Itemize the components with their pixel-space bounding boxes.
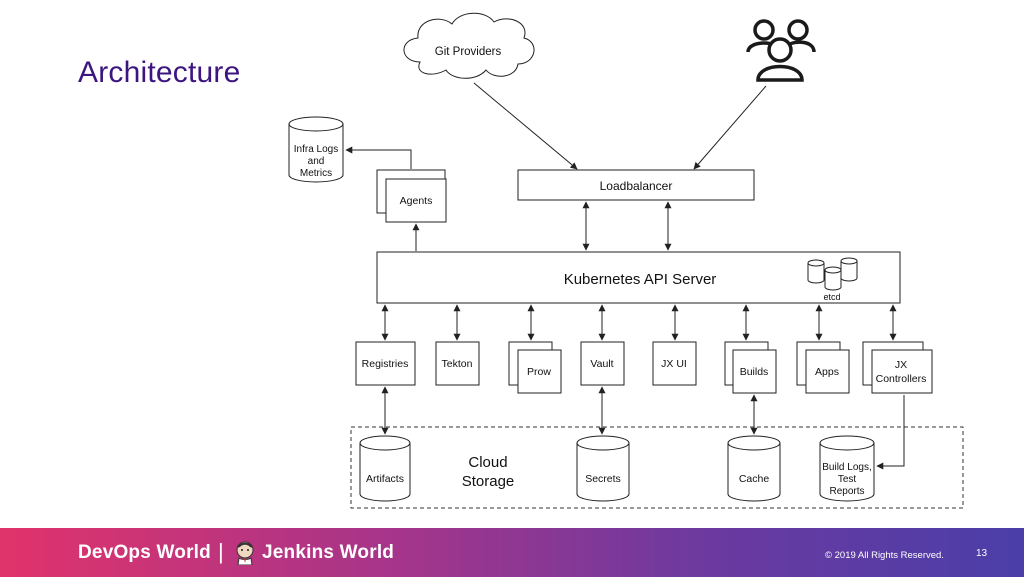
architecture-diagram: Git Providers Infra Logs and Metrics Age… xyxy=(288,12,964,509)
edge-jx-controllers-build-logs xyxy=(876,395,905,470)
loadbalancer-label: Loadbalancer xyxy=(600,179,673,193)
loadbalancer-box: Loadbalancer xyxy=(517,169,755,201)
cloud-storage-line-2: Storage xyxy=(462,473,515,490)
artifacts-label: Artifacts xyxy=(366,473,404,485)
footer-bar: DevOps World | Jenkins World © 2019 All … xyxy=(0,528,1024,577)
git-providers-cloud: Git Providers xyxy=(403,12,535,79)
jx-ui-box: JX UI xyxy=(652,341,697,386)
prow-box: Prow xyxy=(508,341,562,394)
jenkins-logo-icon xyxy=(236,541,254,565)
infra-logs-line-1: Infra Logs xyxy=(294,144,338,155)
build-logs-cylinder: Build Logs, Test Reports xyxy=(819,435,875,502)
cloud-storage-region xyxy=(350,426,964,509)
apps-label: Apps xyxy=(815,366,839,378)
brand-separator: | xyxy=(218,539,224,564)
secrets-label: Secrets xyxy=(585,473,621,485)
vault-box: Vault xyxy=(580,341,625,386)
api-server-label: Kubernetes API Server xyxy=(564,271,717,288)
artifacts-cylinder: Artifacts xyxy=(359,435,411,502)
page-number: 13 xyxy=(976,548,988,559)
tekton-box: Tekton xyxy=(435,341,480,386)
cache-label: Cache xyxy=(739,473,770,485)
devops-world-logo: DevOps World xyxy=(78,542,211,563)
jenkins-world-logo: Jenkins World xyxy=(262,542,395,563)
secrets-cylinder: Secrets xyxy=(576,435,630,502)
slide-title: Architecture xyxy=(78,56,241,89)
agents-box: Agents xyxy=(376,169,447,223)
infra-logs-line-3: Metrics xyxy=(300,168,332,179)
infra-logs-line-2: and xyxy=(308,156,325,167)
edge-agents-to-infra-logs xyxy=(345,146,412,169)
agents-label: Agents xyxy=(400,195,433,207)
builds-label: Builds xyxy=(740,366,769,378)
vault-label: Vault xyxy=(590,358,613,370)
edge-git-to-loadbalancer xyxy=(473,82,578,170)
users-icon xyxy=(746,19,816,82)
build-logs-line-2: Test xyxy=(838,474,857,485)
build-logs-line-1: Build Logs, xyxy=(822,462,871,473)
builds-box: Builds xyxy=(724,341,777,394)
cache-cylinder: Cache xyxy=(727,435,781,502)
git-providers-label: Git Providers xyxy=(435,46,502,58)
cloud-storage-line-1: Cloud xyxy=(468,454,507,471)
jx-ui-label: JX UI xyxy=(661,358,687,370)
edges xyxy=(345,82,905,470)
apps-box: Apps xyxy=(796,341,850,394)
etcd-label: etcd xyxy=(823,292,840,302)
edge-users-to-loadbalancer xyxy=(693,85,767,170)
infra-logs-cylinder: Infra Logs and Metrics xyxy=(288,116,344,183)
registries-label: Registries xyxy=(362,358,409,370)
registries-box: Registries xyxy=(355,341,416,386)
prow-label: Prow xyxy=(527,366,551,378)
jx-controllers-line-1: JX xyxy=(895,359,907,371)
etcd-icon: etcd xyxy=(807,257,858,302)
build-logs-line-3: Reports xyxy=(829,486,864,497)
jx-controllers-box: JX Controllers xyxy=(862,341,933,394)
jx-controllers-line-2: Controllers xyxy=(876,373,927,385)
copyright-text: © 2019 All Rights Reserved. xyxy=(825,550,944,561)
tekton-label: Tekton xyxy=(442,358,473,370)
